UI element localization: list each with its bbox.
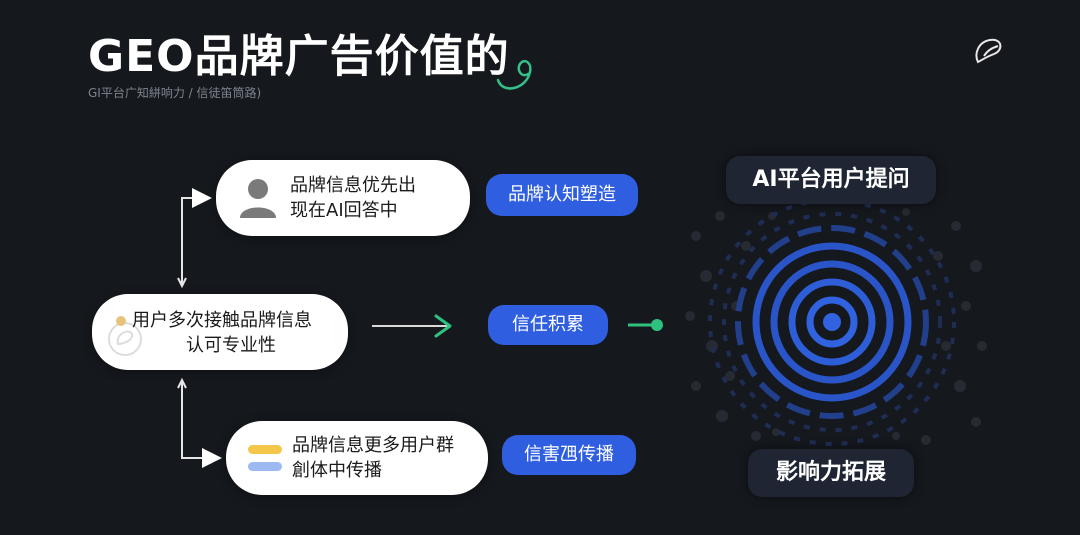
bar-icon [248,462,282,471]
ai-user-question-label: AI平台用户提问 [726,156,936,204]
dot-icon [116,316,126,326]
user-avatar-icon [240,179,276,218]
node-card-line: 品牌信息更多用户群 [292,435,454,456]
node-card-line: 創体中传播 [292,460,382,481]
logo-icon [975,38,1002,64]
node-card-spread: 品牌信息更多用户群 創体中传播 [226,421,488,495]
arrow-right-icon [372,314,452,338]
page-title: GEO品牌广告价值的 [88,31,510,82]
tag-trust: 信任积累 [488,305,608,345]
influence-expansion-label: 影响力拓展 [748,449,914,497]
node-card-text: 品牌信息优先出 现在AI回答中 [290,173,416,223]
node-card-line: 用户多次接触品牌信息 [132,310,312,331]
node-card-line: 现在AI回答中 [290,200,398,221]
page-subtitle: GI平台广知絣响力 / 信徒笛筒路) [88,86,262,100]
node-card-line: 认可专业性 [186,335,276,356]
tag-spread: 信害乪传播 [502,435,636,475]
target-rings-icon [685,198,987,446]
bar-icon [248,445,282,454]
node-card-text: 用户多次接触品牌信息 认可专业性 [132,308,312,358]
node-card-brand-priority: 品牌信息优先出 现在AI回答中 [216,160,470,236]
swirl-icon [496,60,532,90]
node-card-user-contact: 用户多次接触品牌信息 认可专业性 [92,294,348,370]
node-card-line: 品牌信息优先出 [290,175,416,196]
crowd-pattern [685,208,987,445]
node-card-text: 品牌信息更多用户群 創体中传播 [292,433,454,483]
tag-brand-awareness: 品牌认知塑造 [486,174,638,216]
